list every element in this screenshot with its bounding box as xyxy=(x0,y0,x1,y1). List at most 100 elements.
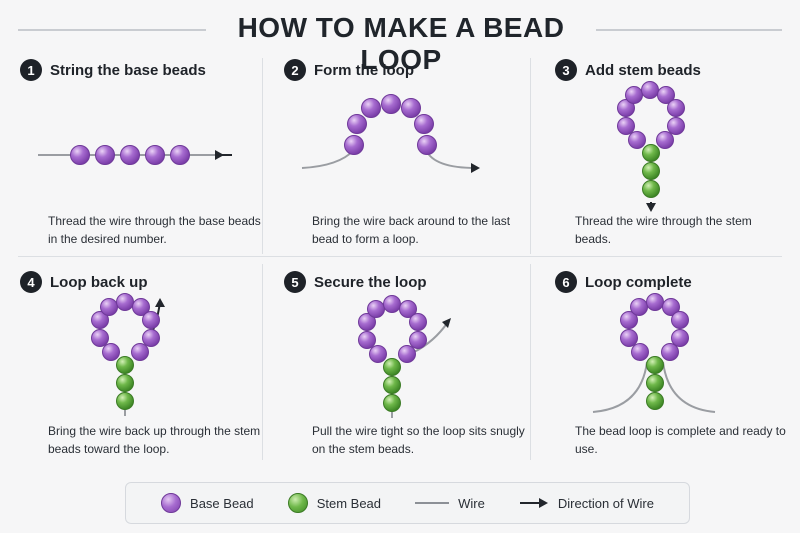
step-illustration xyxy=(301,94,480,173)
step-title: Form the loop xyxy=(314,61,414,79)
step-title: Loop complete xyxy=(585,273,692,291)
step-number-badge: 2 xyxy=(284,59,306,81)
base-bead-icon xyxy=(671,329,689,347)
base-bead-icon xyxy=(620,311,638,329)
legend: Base Bead Stem Bead Wire Direction of Wi… xyxy=(125,482,690,524)
base-bead-icon xyxy=(617,117,635,135)
base-bead-icon xyxy=(625,86,643,104)
divider-h xyxy=(18,256,782,257)
base-bead-icon xyxy=(671,311,689,329)
legend-item-wire: Wire xyxy=(415,496,485,511)
divider-v4 xyxy=(530,264,531,460)
stem-bead-icon xyxy=(646,356,664,374)
step-title: Loop back up xyxy=(50,273,148,291)
stem-bead-icon xyxy=(646,374,664,392)
step-panel-4: 4 Loop back up Bring the wire back up th… xyxy=(20,270,275,480)
step-header: 1 String the base beads xyxy=(20,58,206,82)
step-panel-5: 5 Secure the loop Pull the wire tight so… xyxy=(284,270,539,480)
title-row: HOW TO MAKE A BEAD LOOP xyxy=(0,8,800,75)
base-bead-icon xyxy=(367,300,385,318)
divider-v1 xyxy=(262,58,263,254)
step-illustration xyxy=(617,81,685,212)
step-header: 6 Loop complete xyxy=(555,270,692,294)
base-bead-icon xyxy=(628,131,646,149)
step-title: Add stem beads xyxy=(585,61,701,79)
stem-bead-icon xyxy=(642,180,660,198)
base-bead-icon xyxy=(398,345,416,363)
base-bead-icon xyxy=(656,131,674,149)
step-header: 3 Add stem beads xyxy=(555,58,701,82)
step-illustration xyxy=(38,145,232,165)
base-bead-icon xyxy=(120,145,140,165)
arrow-head xyxy=(646,203,656,212)
step-description: Thread the wire through the stem beads. xyxy=(575,214,752,246)
step-panel-3: 3 Add stem beads Thread the wire through… xyxy=(555,58,800,268)
base-bead-icon xyxy=(132,298,150,316)
step-title: String the base beads xyxy=(50,61,206,79)
base-bead-icon xyxy=(641,81,659,99)
divider-v2 xyxy=(530,58,531,254)
base-bead-icon xyxy=(657,86,675,104)
base-bead-icon xyxy=(361,98,381,118)
base-bead-icon xyxy=(116,293,134,311)
base-bead-icon xyxy=(102,343,120,361)
step-header: 4 Loop back up xyxy=(20,270,148,294)
base-bead-icon xyxy=(631,343,649,361)
base-bead-icon xyxy=(91,311,109,329)
base-bead-icon xyxy=(131,343,149,361)
step-panel-1: 1 String the base beads Thread the wire … xyxy=(20,58,275,268)
stem-bead-icon xyxy=(642,144,660,162)
legend-item-direction: Direction of Wire xyxy=(519,496,654,511)
stem-bead-icon xyxy=(116,392,134,410)
base-bead-icon xyxy=(646,293,664,311)
stem-bead-icon xyxy=(646,392,664,410)
base-bead-icon xyxy=(95,145,115,165)
base-bead-icon xyxy=(358,331,376,349)
step-description: Thread the wire through the base beads i… xyxy=(48,214,261,246)
base-bead-icon xyxy=(100,298,118,316)
divider-v3 xyxy=(262,264,263,460)
step-number-badge: 6 xyxy=(555,271,577,293)
base-bead-icon xyxy=(617,99,635,117)
page-title: HOW TO MAKE A BEAD LOOP xyxy=(237,12,565,75)
legend-label: Direction of Wire xyxy=(557,495,654,511)
stem-bead-icon xyxy=(116,356,134,374)
base-bead-icon xyxy=(347,114,367,134)
base-bead-icon xyxy=(414,114,434,134)
base-bead-icon xyxy=(662,298,680,316)
base-bead-icon xyxy=(145,145,165,165)
step-panel-2: 2 Form the loop Bring the wire back arou… xyxy=(284,58,539,268)
base-bead-icon xyxy=(381,94,401,114)
base-bead-icon xyxy=(667,117,685,135)
base-bead-icon xyxy=(409,313,427,331)
base-bead-icon xyxy=(417,135,437,155)
base-bead-icon xyxy=(142,311,160,329)
base-bead-icon xyxy=(358,313,376,331)
arrow-head xyxy=(471,163,480,173)
step-description: Bring the wire back around to the last b… xyxy=(312,214,511,246)
base-bead-icon xyxy=(399,300,417,318)
base-bead-icon xyxy=(170,145,190,165)
stem-bead-icon xyxy=(287,493,308,513)
legend-item-base-bead: Base Bead xyxy=(161,493,254,513)
base-bead-icon xyxy=(401,98,421,118)
step-description: Bring the wire back up through the stem … xyxy=(48,424,261,456)
stem-bead-icon xyxy=(116,374,134,392)
wire-icon xyxy=(415,502,450,504)
stem-bead-icon xyxy=(383,376,401,394)
base-bead-icon xyxy=(70,145,90,165)
stem-bead-icon xyxy=(383,394,401,412)
step-number-badge: 3 xyxy=(555,59,577,81)
arrow-head xyxy=(442,318,451,328)
arrow-head xyxy=(155,298,165,307)
base-bead-icon xyxy=(161,493,182,513)
step-description: The bead loop is complete and ready to u… xyxy=(575,424,786,456)
step-header: 5 Secure the loop xyxy=(284,270,427,294)
base-bead-icon xyxy=(91,329,109,347)
step-number-badge: 5 xyxy=(284,271,306,293)
legend-label: Stem Bead xyxy=(316,495,382,511)
step-illustration xyxy=(592,293,716,413)
step-description: Pull the wire tight so the loop sits snu… xyxy=(312,424,525,456)
base-bead-icon xyxy=(383,295,401,313)
legend-label: Base Bead xyxy=(190,495,254,511)
